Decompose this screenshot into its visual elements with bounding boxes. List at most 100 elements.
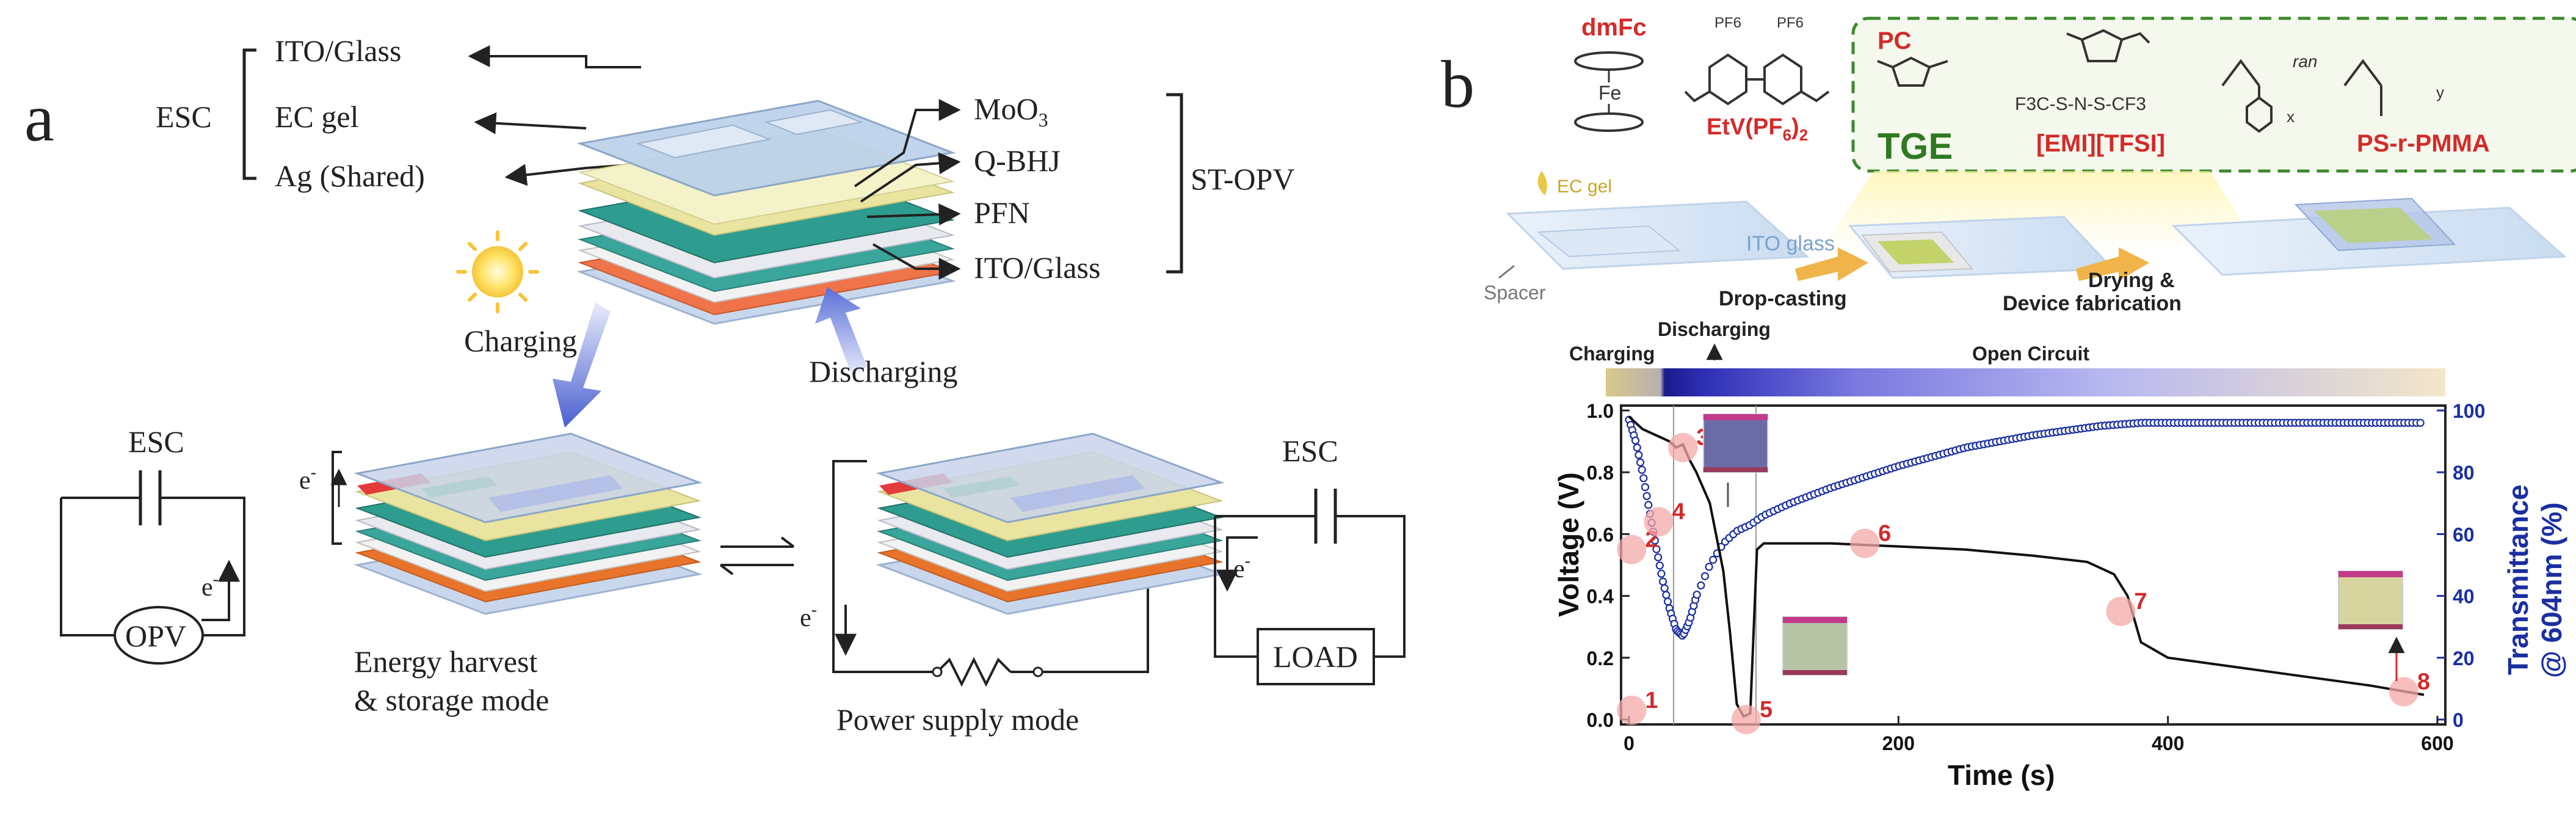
transmittance-point bbox=[1634, 451, 1643, 459]
status-bar bbox=[1606, 368, 2445, 396]
x-tick-label: 0 bbox=[1624, 732, 1634, 754]
load-box bbox=[1257, 628, 1375, 685]
transmittance-point bbox=[1659, 577, 1667, 586]
pc-label: PC bbox=[1878, 27, 1912, 54]
transmittance-point bbox=[1638, 465, 1646, 474]
transmittance-point bbox=[1705, 563, 1713, 571]
point-circle bbox=[1617, 534, 1647, 564]
electron-label-right: e- bbox=[1233, 552, 1250, 583]
step-arrow-1-icon bbox=[1795, 247, 1868, 281]
y-axis-left: 0.00.20.40.60.81.0 bbox=[1587, 400, 1630, 731]
mode-right-label: Power supply mode bbox=[836, 702, 1079, 737]
emi-tfsi-label: [EMI][TFSI] bbox=[2036, 130, 2165, 157]
electron-label-left: e- bbox=[201, 570, 219, 602]
ec-gel-drop-icon bbox=[1537, 171, 1547, 195]
bar-label-charging: Charging bbox=[1569, 343, 1655, 365]
tge-box bbox=[1851, 16, 2576, 173]
transmittance-point bbox=[1700, 572, 1710, 580]
y2-tick-label: 100 bbox=[2453, 400, 2485, 422]
etv-pf6-right: PF6 bbox=[1777, 15, 1804, 31]
point-label: 1 bbox=[1645, 688, 1658, 713]
sub-y-label: y bbox=[2436, 83, 2444, 101]
layer-stack-top bbox=[576, 100, 956, 325]
ps-pmma-label: PS-r-PMMA bbox=[2357, 130, 2490, 157]
transmittance-point bbox=[1657, 569, 1666, 578]
circuit-left-opv-label: OPV bbox=[125, 619, 186, 653]
point-label: 7 bbox=[2134, 589, 2147, 614]
drying-label-line2: Device fabrication bbox=[2003, 292, 2182, 315]
transmittance-point bbox=[1662, 591, 1671, 599]
y-tick-label: 0.4 bbox=[1587, 586, 1614, 608]
panel-a-label: a bbox=[24, 81, 54, 155]
circuit-right-load-label: LOAD bbox=[1273, 640, 1358, 674]
chem-ps-pmma: ran x y PS-r-PMMA bbox=[2221, 52, 2490, 157]
sun-icon bbox=[456, 230, 539, 313]
y2-axis-title-line2: @ 604nm (%) bbox=[2536, 502, 2567, 678]
transmittance-point bbox=[1660, 584, 1669, 592]
spacer-label: Spacer bbox=[1484, 282, 1546, 304]
point-label: 4 bbox=[1672, 499, 1685, 525]
point-circle bbox=[1850, 528, 1880, 558]
transmittance-point bbox=[1636, 458, 1645, 467]
arrow-ec-gel bbox=[474, 112, 587, 134]
inset-photo-3 bbox=[1703, 414, 1768, 473]
circuit-right: ESC LOAD e- bbox=[1214, 434, 1406, 685]
etv-pf6-left: PF6 bbox=[1714, 15, 1741, 31]
transmittance-point bbox=[1654, 553, 1663, 562]
fabrication-step-3 bbox=[2171, 197, 2567, 276]
circuit-left-esc-label: ESC bbox=[128, 425, 184, 459]
mode-left-line1: Energy harvest bbox=[354, 644, 537, 679]
tfsi-formula: F3C-S-N-S-CF3 bbox=[2015, 94, 2146, 114]
dmfc-label: dmFc bbox=[1581, 14, 1647, 41]
charging-arrow-icon bbox=[553, 302, 611, 428]
chem-etv: PF6 PF6 EtV(PF6)2 bbox=[1684, 15, 1830, 144]
layer-label-ito-glass-bottom: ITO/Glass bbox=[974, 250, 1100, 285]
fe-label: Fe bbox=[1598, 82, 1621, 104]
transmittance-point bbox=[1642, 492, 1651, 500]
y-tick-label: 0.2 bbox=[1587, 647, 1614, 669]
point-circle bbox=[1668, 432, 1698, 462]
layer-label-ito-glass-top: ITO/Glass bbox=[275, 34, 401, 68]
discharging-arrow-icon bbox=[815, 287, 867, 376]
y2-tick-label: 40 bbox=[2453, 586, 2475, 608]
y-tick-label: 0.0 bbox=[1587, 709, 1614, 731]
fabrication-step-1: ITO glass EC gel Spacer bbox=[1484, 171, 1835, 304]
transmittance-point bbox=[1652, 545, 1661, 553]
electron-label-harvest: e- bbox=[299, 463, 316, 495]
ito-glass-label: ITO glass bbox=[1746, 232, 1835, 255]
layer-label-ec-gel: EC gel bbox=[275, 100, 358, 134]
transmittance-point bbox=[1633, 443, 1641, 452]
etv-label: EtV(PF6)2 bbox=[1707, 114, 1808, 144]
st-opv-label: ST-OPV bbox=[1191, 162, 1294, 196]
bar-label-discharging: Discharging bbox=[1658, 318, 1771, 340]
arrow-pfn bbox=[866, 203, 961, 226]
point-circle bbox=[2389, 677, 2418, 707]
circuit-left: ESC OPV e- bbox=[60, 425, 245, 665]
transmittance-point bbox=[1663, 597, 1672, 606]
drying-label-line1: Drying & bbox=[2088, 269, 2175, 292]
y2-tick-label: 20 bbox=[2453, 647, 2475, 669]
layer-label-pfn: PFN bbox=[974, 195, 1030, 230]
mode-left-line2: & storage mode bbox=[354, 683, 549, 717]
charging-label: Charging bbox=[464, 324, 577, 358]
transmittance-point bbox=[1644, 501, 1653, 509]
device-power-supply: e- Power supply mode bbox=[800, 432, 1225, 737]
y2-axis-title-line1: Transmittance bbox=[2502, 484, 2534, 675]
step-arrow-2-icon bbox=[2076, 247, 2149, 281]
point-label: 6 bbox=[1878, 521, 1891, 547]
drop-casting-label: Drop-casting bbox=[1719, 287, 1847, 310]
x-tick-label: 400 bbox=[2152, 732, 2184, 754]
electron-flow-arrow-right bbox=[1216, 536, 1258, 592]
panel-b-label: b bbox=[1441, 47, 1475, 122]
point-label: 5 bbox=[1760, 697, 1772, 723]
point-circle bbox=[2106, 596, 2136, 626]
esc-group-label: ESC bbox=[156, 100, 212, 134]
transmittance-point bbox=[1655, 561, 1664, 570]
esc-bracket bbox=[242, 48, 256, 180]
equilibrium-arrows-icon bbox=[719, 536, 795, 575]
fabrication-step-2 bbox=[1848, 216, 2115, 279]
